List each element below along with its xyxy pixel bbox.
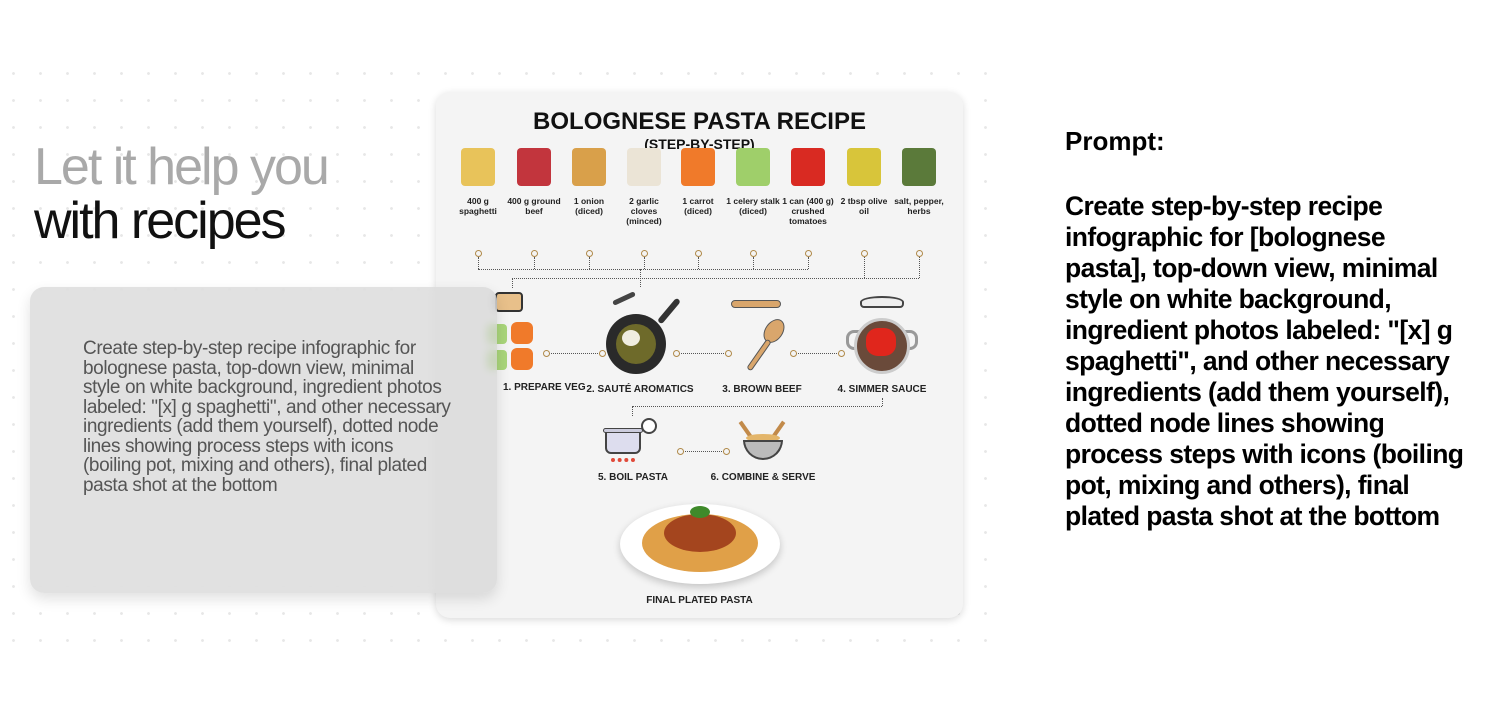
ingredient-label: 2 garlic cloves (minced) <box>626 196 662 226</box>
step-label: 6. COMBINE & SERVE <box>710 472 816 483</box>
prompt-panel: Prompt: Create step-by-step recipe infog… <box>1065 126 1465 532</box>
connector-node <box>530 250 538 257</box>
connector-drop <box>753 257 754 269</box>
ingredient-photo <box>847 148 881 186</box>
connector-drop <box>919 257 920 278</box>
connector-node <box>789 350 797 357</box>
step-brown-beef: 3. BROWN BEEF <box>697 294 827 395</box>
ingredient-photo <box>517 148 551 186</box>
final-plated-pasta-label: FINAL PLATED PASTA <box>646 595 753 606</box>
ingredient-item: 400 g spaghetti <box>450 148 506 216</box>
ingredient-label: 2 tbsp olive oil <box>840 196 888 216</box>
connector-drop <box>808 257 809 269</box>
ingredient-connector-line <box>478 269 808 270</box>
ingredient-photo <box>736 148 770 186</box>
step-combine-serve: 6. COMBINE & SERVE <box>698 420 828 483</box>
ingredient-photo <box>627 148 661 186</box>
connector-node <box>676 448 684 455</box>
connector-node <box>722 448 730 455</box>
ingredient-item: 2 garlic cloves (minced) <box>616 148 672 226</box>
step-simmer-sauce: 4. SIMMER SAUCE <box>817 294 947 395</box>
ingredient-photo <box>902 148 936 186</box>
cutting-board-icon <box>487 292 537 376</box>
connector-node <box>724 350 732 357</box>
connector-node <box>860 250 868 257</box>
prompt-overlay-card: Create step-by-step recipe infographic f… <box>30 287 497 593</box>
ingredient-item: 2 tbsp olive oil <box>836 148 892 216</box>
connector-node <box>694 250 702 257</box>
connector-drop <box>534 257 535 269</box>
prompt-text: Create step-by-step recipe infographic f… <box>1065 191 1464 531</box>
ingredient-label: 400 g ground beef <box>507 196 561 216</box>
ingredient-label: 1 can (400 g) crushed tomatoes <box>782 196 834 226</box>
ingredient-photo <box>572 148 606 186</box>
ingredient-item: 1 onion (diced) <box>561 148 617 216</box>
ingredient-item: 1 celery stalk (diced) <box>725 148 781 216</box>
step-label: 1. PREPARE VEG <box>503 382 586 393</box>
step-connector <box>793 353 841 354</box>
step-connector <box>546 353 602 354</box>
connector-drop <box>589 257 590 269</box>
connector-drop <box>478 257 479 269</box>
connector-node <box>915 250 923 257</box>
step-connector-line <box>632 406 882 407</box>
step-connector <box>680 451 726 452</box>
mixing-bowl-icon <box>738 420 788 466</box>
prompt-heading: Prompt: <box>1065 126 1165 156</box>
hero-line-1: Let it help you <box>34 138 330 196</box>
step-label: 3. BROWN BEEF <box>722 384 802 395</box>
hero-heading: Let it help you with recipes <box>34 138 330 250</box>
ingredient-label: 1 carrot (diced) <box>682 196 714 216</box>
connector-drop <box>644 257 645 269</box>
connector-drop <box>698 257 699 269</box>
ingredient-item: salt, pepper, herbs <box>891 148 947 216</box>
connector-node <box>542 350 550 357</box>
wooden-spoon-icon <box>727 294 797 378</box>
plated-pasta-image <box>620 500 780 584</box>
ingredient-item: 1 carrot (diced) <box>670 148 726 216</box>
step-label: 5. BOIL PASTA <box>597 472 668 483</box>
timer-icon <box>641 418 657 434</box>
connector-drop <box>632 406 633 416</box>
step-prepare-veg: 1. PREPARE VEG <box>447 292 586 393</box>
step-label: 4. SIMMER SAUCE <box>837 384 927 395</box>
ingredient-label: 1 onion (diced) <box>573 196 605 216</box>
connector-node <box>585 250 593 257</box>
step-saute-aromatics: 2. SAUTÉ AROMATICS <box>575 291 705 395</box>
connector-node <box>749 250 757 257</box>
ingredient-label: 1 celery stalk (diced) <box>726 196 780 216</box>
connector-drop <box>640 269 641 287</box>
frying-pan-icon <box>600 291 681 378</box>
infographic-subtitle: (STEP-BY-STEP) <box>644 136 755 152</box>
connector-node <box>837 350 845 357</box>
infographic-title: BOLOGNESE PASTA RECIPE <box>533 108 866 135</box>
ingredient-photo <box>461 148 495 186</box>
prompt-card-text: Create step-by-step recipe infographic f… <box>83 338 451 496</box>
connector-node <box>804 250 812 257</box>
recipe-infographic: BOLOGNESE PASTA RECIPE (STEP-BY-STEP) 1.… <box>436 92 963 618</box>
ingredient-item: 400 g ground beef <box>506 148 562 216</box>
connector-drop <box>882 398 883 406</box>
sauce-pot-icon <box>842 294 922 378</box>
ingredient-photo <box>791 148 825 186</box>
step-boil-pasta: 5. BOIL PASTA <box>568 418 698 483</box>
connector-drop <box>864 257 865 278</box>
connector-node <box>598 350 606 357</box>
connector-node <box>474 250 482 257</box>
boiling-pot-icon <box>603 418 663 466</box>
connector-node <box>672 350 680 357</box>
ingredient-label: salt, pepper, herbs <box>894 196 944 216</box>
ingredient-label: 400 g spaghetti <box>459 196 497 216</box>
ingredient-photo <box>681 148 715 186</box>
step-connector <box>676 353 728 354</box>
ingredient-connector-line <box>512 278 919 279</box>
connector-node <box>640 250 648 257</box>
hero-line-2: with recipes <box>34 192 287 250</box>
step-label: 2. SAUTÉ AROMATICS <box>586 384 694 395</box>
ingredient-item: 1 can (400 g) crushed tomatoes <box>780 148 836 226</box>
connector-drop <box>512 278 513 288</box>
